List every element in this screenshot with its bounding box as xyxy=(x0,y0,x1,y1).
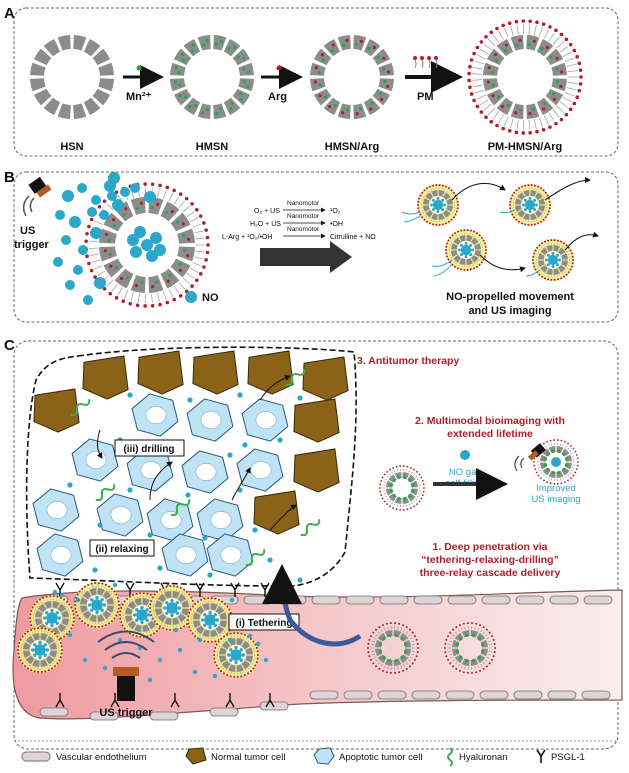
reaction-2-right: •OH xyxy=(330,221,343,228)
no-gas-dot-icon xyxy=(460,450,470,460)
caption-line-1: NO-propelled movement xyxy=(446,291,574,303)
pm-lipid-icon xyxy=(413,56,438,69)
legend-hyaluronan: Hyaluronan xyxy=(459,752,508,763)
reaction-1-catalyst: Nanomotor xyxy=(287,200,320,207)
mn-dot-icon xyxy=(136,65,142,71)
step-3-title: 3. Antitumor therapy xyxy=(357,355,459,367)
vessel-nanomotors xyxy=(17,582,496,678)
reaction-1-left: O₂ + US xyxy=(254,208,280,215)
reaction-1-right: ¹O₂ xyxy=(330,208,341,215)
panel-c-frame xyxy=(13,340,619,750)
reaction-3-catalyst: Nanomotor xyxy=(287,226,320,233)
bioimaging-particles xyxy=(379,439,579,511)
tethering-arrow xyxy=(262,564,362,647)
no-legend-dot-icon xyxy=(185,291,197,303)
panel-a-label: A xyxy=(4,5,15,22)
arrow-label-arg: Arg xyxy=(268,91,287,103)
step-2-title-1: 2. Multimodal bioimaging with xyxy=(415,415,565,427)
legend-endothelium: Vascular endothelium xyxy=(56,752,147,763)
legend-hyaluronan-icon xyxy=(447,747,453,767)
legend-apoptotic-cell-icon xyxy=(313,747,335,765)
relaxing-label: (ii) relaxing xyxy=(95,544,148,555)
tethering-box xyxy=(228,613,300,631)
nanomotor-large xyxy=(84,182,210,308)
stage-label-hmsn: HMSN xyxy=(196,141,228,153)
reaction-scheme: O₂ + US Nanomotor ¹O₂ H₂O + US Nanomotor… xyxy=(222,200,376,273)
arg-dot-icon xyxy=(276,65,282,71)
us-probe-small-icon xyxy=(514,443,546,472)
arrow-label-mn: Mn²⁺ xyxy=(126,91,152,103)
step-1-title-2: “tethering-relaxing-drilling” xyxy=(421,554,559,566)
step-1-title-1: 1. Deep penetration via xyxy=(433,541,548,553)
legend-apoptotic-cell: Apoptotic tumor cell xyxy=(339,752,422,763)
panel-b-label: B xyxy=(4,169,15,186)
legend: Vascular endothelium Normal tumor cell A… xyxy=(14,740,618,767)
improved-label-1: Improved xyxy=(536,483,576,494)
panel-c-label: C xyxy=(4,337,15,354)
stage-label-hsn: HSN xyxy=(60,141,83,153)
propelled-nanomotors xyxy=(401,177,599,281)
us-trigger-probe-icon xyxy=(97,630,155,701)
drilling-label: (iii) drilling xyxy=(123,444,174,455)
reaction-3-left: L-Arg + ¹O₂/•OH xyxy=(222,234,272,241)
reaction-2-left: H₂O + US xyxy=(250,221,281,228)
legend-psgl: PSGL-1 xyxy=(551,752,585,763)
legend-normal-cell: Normal tumor cell xyxy=(211,752,285,763)
stage-label-hmsn-arg: HMSN/Arg xyxy=(325,141,379,153)
reaction-2-catalyst: Nanomotor xyxy=(287,213,320,220)
us-trigger-label-2: trigger xyxy=(14,239,50,251)
stage-label-pm-hmsn-arg: PM-HMSN/Arg xyxy=(488,141,563,153)
reaction-3-right: Citrulline + NO xyxy=(330,234,376,241)
legend-psgl-icon xyxy=(536,749,546,763)
vessel-no-dots xyxy=(52,582,269,683)
panel-a-arrows xyxy=(123,56,463,93)
no-bubbles xyxy=(53,172,156,305)
panel-a-frame xyxy=(13,7,619,157)
legend-normal-cell-icon xyxy=(185,747,207,765)
step-1-title-3: three-relay cascade delivery xyxy=(420,567,561,579)
panel-b-frame xyxy=(13,171,619,323)
drilling-box xyxy=(114,439,185,457)
us-transducer-icon xyxy=(22,176,52,217)
step-2-title-2: extended lifetime xyxy=(447,428,533,440)
no-legend-label: NO xyxy=(202,292,219,304)
us-trigger-c-label: US trigger xyxy=(99,707,153,719)
no-gas-label-1: NO gas xyxy=(449,467,481,478)
tethering-label: (i) Tethering xyxy=(235,618,292,629)
relaxing-box xyxy=(89,539,155,557)
tumor-cells xyxy=(32,350,349,583)
improved-label-2: US imaging xyxy=(531,494,580,505)
legend-endothelium-icon xyxy=(21,751,51,762)
process-arrow-icon xyxy=(260,241,352,273)
caption-line-2: and US imaging xyxy=(468,305,551,317)
us-trigger-label-1: US xyxy=(20,225,35,237)
panel-a-particles xyxy=(30,19,583,135)
arrow-label-pm: PM xyxy=(417,91,434,103)
